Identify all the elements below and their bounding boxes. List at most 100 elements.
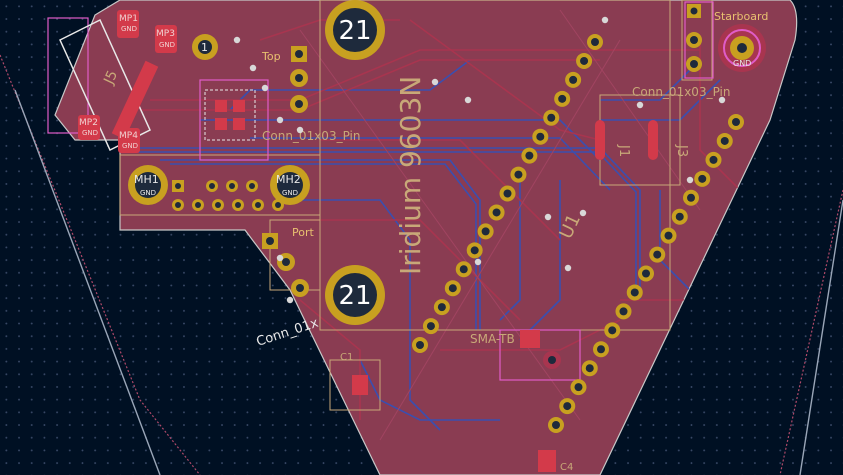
starboard-connector[interactable]: Starboard [686, 4, 768, 72]
module-pin-b-8-hole [653, 250, 662, 259]
module-pin-b-16-hole [563, 402, 572, 411]
module-pin-b-12-hole [608, 326, 617, 335]
mh-21-top-label: 21 [338, 16, 371, 46]
header-pin-top-1-hole [175, 183, 181, 189]
top-pin-2-hole [295, 74, 303, 82]
via-9 [564, 264, 572, 272]
top-connector[interactable]: Top [261, 46, 308, 113]
mh1-label: MH1 [134, 173, 159, 186]
j3-label: J3 [674, 144, 689, 157]
courtyard-boxes [119, 0, 713, 411]
header-pin-2-hole [195, 202, 201, 208]
top-label: Top [261, 50, 281, 63]
mh2-label: MH2 [276, 173, 301, 186]
j1-j3[interactable]: J1 J3 Conn_01x03_Pin [595, 85, 730, 160]
mh2[interactable]: MH2 GND [270, 165, 310, 205]
via-12 [636, 101, 644, 109]
module-pin-b-3-hole [709, 155, 718, 164]
via-6 [431, 78, 439, 86]
module-pin-b-15-hole [574, 383, 583, 392]
mh1-gnd: GND [140, 189, 156, 197]
module-pin-b-2-hole [720, 136, 729, 145]
module-pin-b-1-hole [732, 118, 740, 126]
header-pin-1-hole [175, 202, 181, 208]
header-pin-top-2-hole [209, 183, 215, 189]
mh-21-top[interactable]: 21 [325, 0, 385, 60]
module-pin-b-4-hole [698, 174, 707, 183]
mh1[interactable]: MH1 GND [128, 165, 168, 205]
mp1-gnd: GND [121, 25, 137, 33]
j5-connector[interactable]: J5 [59, 18, 159, 152]
c1-capacitor[interactable]: C1 [340, 352, 368, 395]
ring-gnd: GND [733, 59, 751, 68]
module-pin-a-4-hole [558, 94, 567, 103]
test-pad-1[interactable]: 1 [192, 34, 218, 60]
mp4-label: MP4 [119, 131, 138, 141]
iridium-module-pins[interactable] [412, 34, 744, 433]
conn-mid-label: Conn_01x03_Pin [262, 129, 360, 143]
header-pin-3-hole [215, 202, 221, 208]
mp4-gnd: GND [122, 142, 138, 150]
outline-guide-right [779, 189, 843, 475]
mp2-label: MP2 [79, 118, 98, 128]
via-4 [276, 116, 284, 124]
module-pin-a-1-hole [591, 38, 599, 46]
starboard-label: Starboard [714, 10, 768, 23]
via-3 [261, 84, 269, 92]
module-pin-a-9-hole [503, 189, 512, 198]
header-pin-5-hole [255, 202, 261, 208]
module-pin-a-8-hole [514, 170, 523, 179]
module-pin-a-11-hole [481, 227, 490, 236]
header-pin-6-hole [275, 202, 281, 208]
module-pin-b-10-hole [630, 288, 639, 297]
outline-guide-left [0, 54, 201, 475]
fab-guides [299, 9, 701, 441]
module-pin-a-6-hole [536, 132, 545, 141]
mh2-gnd: GND [282, 189, 298, 197]
module-pin-a-17-hole [416, 341, 424, 349]
port-pin-3-hole [296, 284, 304, 292]
ring-pad[interactable]: GND [718, 24, 766, 72]
conn-left-label: Conn_01x [255, 316, 321, 350]
starboard-pin-3-hole [690, 60, 698, 68]
module-pin-a-10-hole [492, 208, 501, 217]
via-1 [233, 36, 241, 44]
j5-label: J5 [101, 68, 121, 87]
via-5 [296, 126, 304, 134]
module-value: Iridium 9603N [394, 76, 427, 275]
port-connector[interactable]: Port [262, 226, 314, 297]
mp-pads[interactable]: MP1 GND MP3 GND MP2 GND MP4 GND [78, 10, 177, 153]
module-pin-b-11-hole [619, 307, 628, 316]
mp3-gnd: GND [159, 41, 175, 49]
module-pin-a-2-hole [580, 56, 589, 65]
mp1-label: MP1 [119, 14, 138, 24]
sma-connector[interactable]: SMA-TB [470, 330, 561, 369]
module-pin-a-14-hole [448, 284, 457, 293]
module-pin-b-14-hole [585, 364, 594, 373]
via-15 [474, 258, 482, 266]
mh-21-bottom-label: 21 [338, 281, 371, 311]
via-8 [544, 213, 552, 221]
starboard-pin-2-hole [690, 36, 698, 44]
module-pin-a-16-hole [426, 322, 435, 331]
header-pin-top-3-hole [229, 183, 235, 189]
header-pin-top-4-hole [249, 183, 255, 189]
module-pin-a-3-hole [569, 75, 578, 84]
vias [233, 16, 726, 304]
via-7 [464, 96, 472, 104]
module-pin-b-5-hole [687, 193, 695, 202]
mh-21-bottom[interactable]: 21 [325, 265, 385, 325]
module-pin-b-6-hole [675, 212, 684, 221]
mp2-gnd: GND [82, 129, 98, 137]
c4-label: C4 [560, 462, 573, 473]
module-pin-b-7-hole [664, 231, 673, 240]
via-14 [718, 96, 726, 104]
small-ic[interactable] [204, 89, 256, 141]
j1-label: J1 [616, 144, 631, 157]
port-label: Port [292, 226, 314, 239]
c4-capacitor[interactable]: C4 [538, 450, 573, 473]
header-pin-4-hole [235, 202, 241, 208]
header-pin-row[interactable] [172, 180, 284, 211]
